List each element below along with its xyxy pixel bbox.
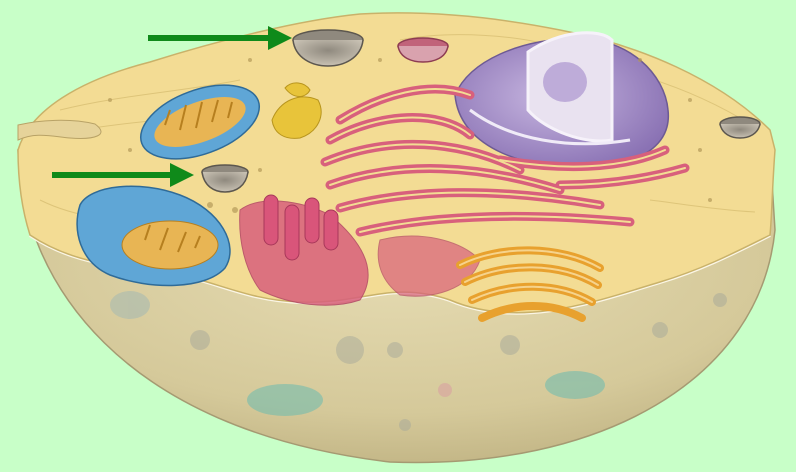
vesicle-pink	[398, 38, 448, 62]
nucleolus	[543, 62, 587, 102]
